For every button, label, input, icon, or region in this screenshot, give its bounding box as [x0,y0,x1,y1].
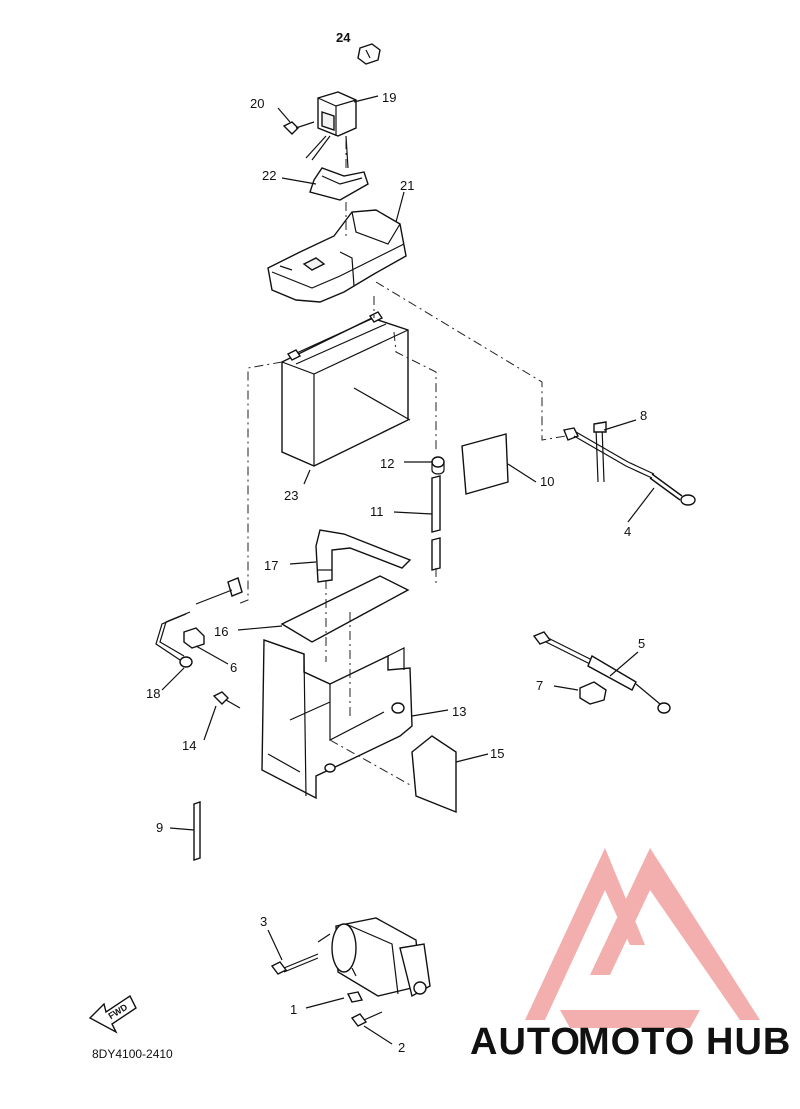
part-5-positive-lead [532,631,671,714]
part-11-strap [431,475,441,571]
label-12: 12 [380,456,394,471]
starter-motor [317,917,431,998]
part-2-bolt [350,1011,383,1027]
drawing-code: 8DY4100-2410 [92,1047,173,1061]
label-13: 13 [452,704,466,719]
label-20: 20 [250,96,264,111]
label-8: 8 [640,408,647,423]
label-23: 23 [284,488,298,503]
part-9-band [193,801,201,861]
label-10: 10 [540,474,554,489]
part-18-negative-lead [155,577,243,668]
label-5: 5 [638,636,645,651]
part-21-battery-cover [267,209,407,303]
label-19: 19 [382,90,396,105]
label-16: 16 [214,624,228,639]
part-22-bracket [309,167,369,201]
part-15-cover-plate [411,735,457,814]
assembly-lines [237,140,567,787]
label-24: 24 [336,30,351,45]
label-9: 9 [156,820,163,835]
label-21: 21 [400,178,414,193]
part-23-battery [281,311,411,467]
watermark-logo-icon [525,848,760,1028]
part-7-clamp [579,681,607,705]
label-4: 4 [624,524,631,539]
part-19-starter-relay [305,91,357,169]
label-6: 6 [230,660,237,675]
part-12-damper [431,456,445,475]
label-17: 17 [264,558,278,573]
label-2: 2 [398,1040,405,1055]
label-3: 3 [260,914,267,929]
part-24-fuse [357,43,381,65]
label-18: 18 [146,686,160,701]
part-17-battery-band [315,529,412,583]
label-15: 15 [490,746,504,761]
part-20-screw [282,121,315,135]
label-7: 7 [536,678,543,693]
part-8-band [593,421,607,483]
watermark-text: AUTO MOTO HUB [470,1021,791,1063]
part-3-bolt [270,953,319,975]
leader-lines [161,95,655,1045]
fwd-arrow-icon: FWD [88,994,137,1034]
part-14-bolt [212,691,241,709]
label-14: 14 [182,738,196,753]
part-6-clip [183,627,205,649]
part-1-nut [346,991,364,1003]
watermark-moto: MOTO [578,1021,695,1063]
part-4-lead [563,427,696,506]
label-22: 22 [262,168,276,183]
watermark-auto: AUTO [470,1021,581,1063]
part-16-battery-pad [280,575,410,643]
part-13-battery-box [261,639,413,800]
part-10-battery-pad [461,433,509,495]
label-11: 11 [370,504,384,519]
watermark-hub: HUB [706,1021,791,1063]
part-labels: 24 20 19 22 21 8 12 10 23 11 4 17 16 5 6… [146,30,647,1055]
label-1: 1 [290,1002,297,1017]
